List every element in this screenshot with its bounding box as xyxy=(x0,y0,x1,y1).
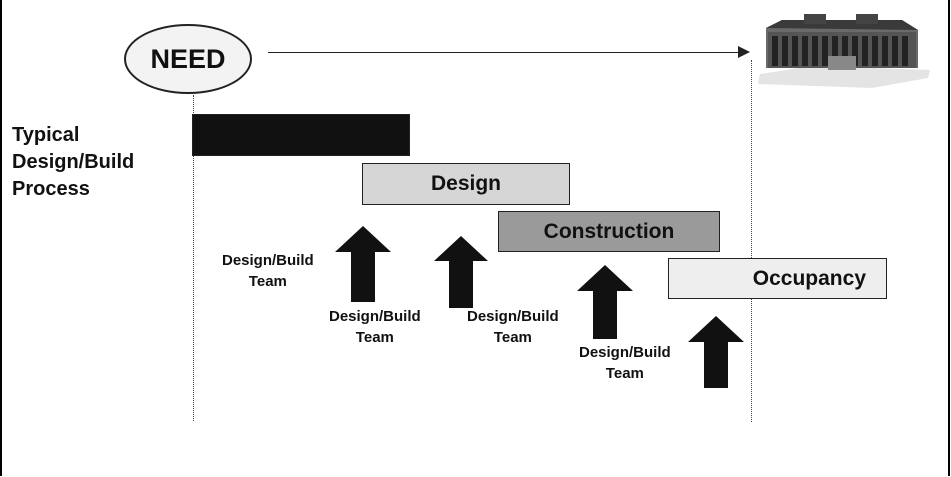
start-guide-line xyxy=(193,95,194,421)
end-guide-line xyxy=(751,60,752,422)
process-title: Typical Design/Build Process xyxy=(12,122,134,203)
team-label-1: Design/Build Team xyxy=(222,250,314,292)
up-arrow-icon xyxy=(577,265,633,339)
process-title-line-3: Process xyxy=(12,178,90,200)
need-ellipse: NEED xyxy=(124,24,252,94)
team-label-line: Design/Build xyxy=(579,344,671,361)
team-label-line: Design/Build xyxy=(329,308,421,325)
construction-phase-label: Construction xyxy=(543,219,675,243)
construction-phase-bar: Construction xyxy=(498,211,720,252)
need-label: NEED xyxy=(150,43,226,74)
process-title-line-1: Typical xyxy=(12,124,80,146)
process-title-line-2: Design/Build xyxy=(12,151,135,173)
team-label-4: Design/Build Team xyxy=(579,342,671,384)
building-icon xyxy=(758,14,930,88)
up-arrow-icon xyxy=(434,236,488,308)
timeline-arrowhead-icon xyxy=(738,46,750,58)
team-label-3: Design/Build Team xyxy=(467,306,559,348)
team-label-line: Team xyxy=(248,273,287,290)
team-label-line: Design/Build xyxy=(467,308,559,325)
design-phase-bar: Design xyxy=(362,163,570,205)
occupancy-phase-bar: Occupancy xyxy=(668,258,887,299)
up-arrow-icon xyxy=(688,316,744,388)
team-label-line: Design/Build xyxy=(222,252,314,269)
design-phase-label: Design xyxy=(430,172,501,195)
team-label-line: Team xyxy=(493,329,532,346)
team-label-line: Team xyxy=(355,329,394,346)
timeline-line xyxy=(268,52,740,53)
team-label-line: Team xyxy=(605,365,644,382)
occupancy-phase-label: Occupancy xyxy=(752,266,866,290)
up-arrow-icon xyxy=(335,226,391,302)
need-phase-bar xyxy=(192,114,410,156)
team-label-2: Design/Build Team xyxy=(329,306,421,348)
